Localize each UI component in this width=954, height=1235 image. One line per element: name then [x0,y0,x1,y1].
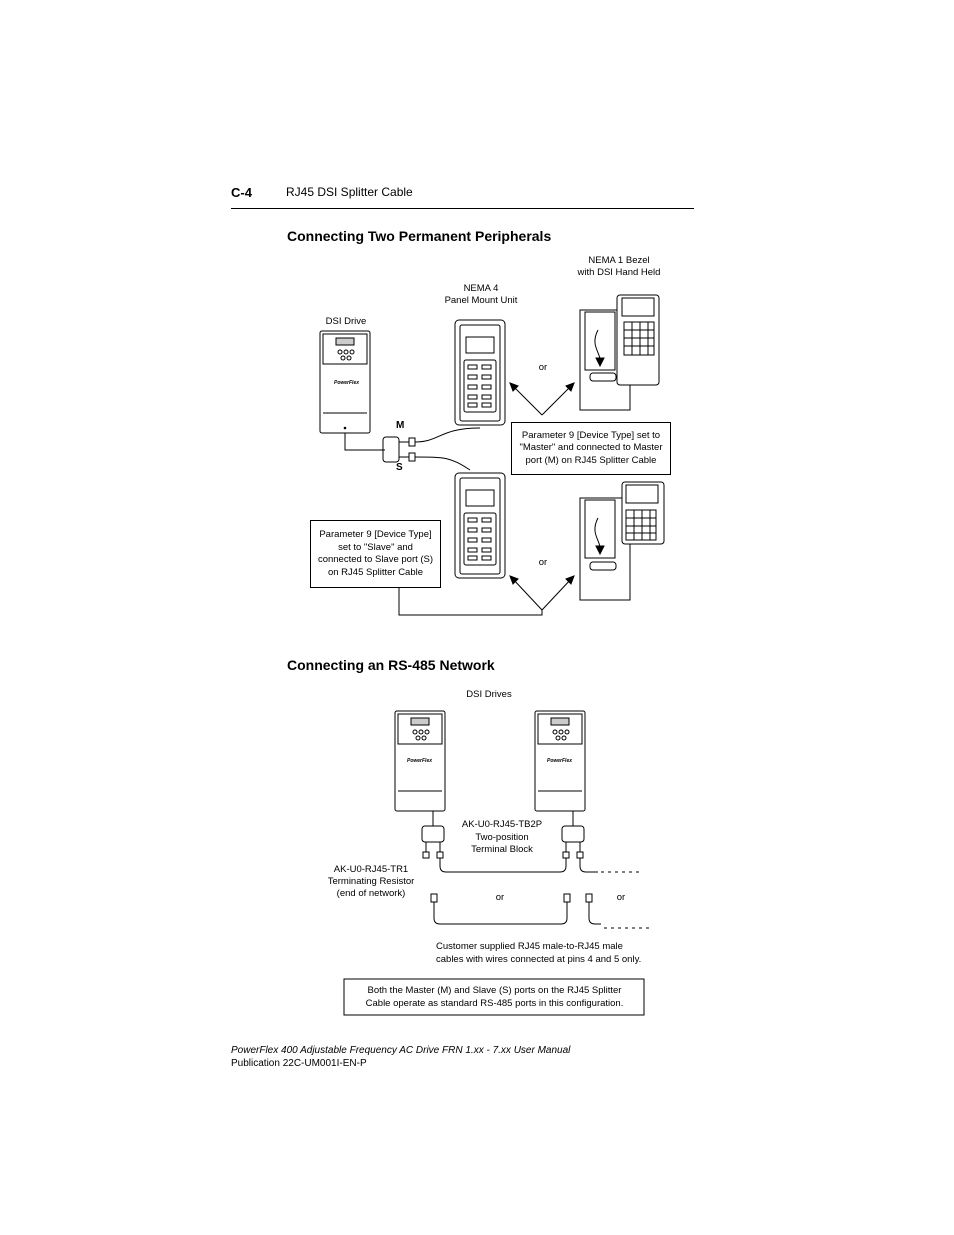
dsi-drive-right-illustration [534,710,586,812]
callout-slave: Parameter 9 [Device Type] set to "Slave"… [310,520,441,588]
nema1-bezel-top [579,294,660,411]
label-tb2p-line2: Two-position [475,832,529,843]
callout-master: Parameter 9 [Device Type] set to "Master… [511,422,671,475]
nema1-bezel-bottom [579,481,665,601]
label-nema4-line1: NEMA 4 [463,283,499,294]
label-tb2p-line3: Terminal Block [471,844,533,855]
svg-text:PowerFlex: PowerFlex [407,758,432,764]
label-or-right: or [616,892,626,903]
svg-text:PowerFlex: PowerFlex [334,380,359,386]
label-tb2p-line1: AK-U0-RJ45-TB2P [461,819,543,830]
label-port-s: S [396,462,403,473]
nema4-panel-unit-top [454,319,506,426]
label-tr1-line1: AK-U0-RJ45-TR1 [333,864,409,875]
heading-rs485: Connecting an RS-485 Network [287,657,495,673]
footer-publication: Publication 22C-UM001I-EN-P [231,1058,367,1069]
label-or-bottom: or [538,557,548,568]
footer-manual-title: PowerFlex 400 Adjustable Frequency AC Dr… [231,1045,571,1056]
nema4-panel-unit-bottom [454,472,506,579]
label-cable-note-line1: Customer supplied RJ45 male-to-RJ45 male [436,941,623,952]
note-box-rs485: Both the Master (M) and Slave (S) ports … [344,979,645,1016]
svg-text:PowerFlex: PowerFlex [547,758,572,764]
callout-master-text: Parameter 9 [Device Type] set to "Master… [519,429,663,466]
dsi-drive-left-illustration [394,710,446,812]
label-tr1-line2: Terminating Resistor [327,876,415,887]
label-dsi-drive: DSI Drive [325,316,367,327]
label-cable-note-line2: cables with wires connected at pins 4 an… [436,954,642,965]
section-title: RJ45 DSI Splitter Cable [286,185,413,199]
note-box-text: Both the Master (M) and Slave (S) ports … [365,985,624,1009]
label-port-m: M [396,420,405,431]
label-dsi-drives: DSI Drives [466,689,512,700]
label-nema1-line1: NEMA 1 Bezel [588,255,650,266]
label-or-top: or [538,362,548,373]
callout-slave-text: Parameter 9 [Device Type] set to "Slave"… [317,529,434,578]
page-number: C-4 [231,185,252,200]
label-or-left: or [495,892,505,903]
label-tr1-line3: (end of network) [336,888,406,899]
splitter-right-illustration [561,825,585,859]
header-rule [231,208,694,209]
label-nema4-line2: Panel Mount Unit [444,295,518,306]
heading-two-peripherals: Connecting Two Permanent Peripherals [287,228,552,244]
splitter-left-illustration [421,825,445,859]
label-nema1-line2: with DSI Hand Held [577,267,661,278]
